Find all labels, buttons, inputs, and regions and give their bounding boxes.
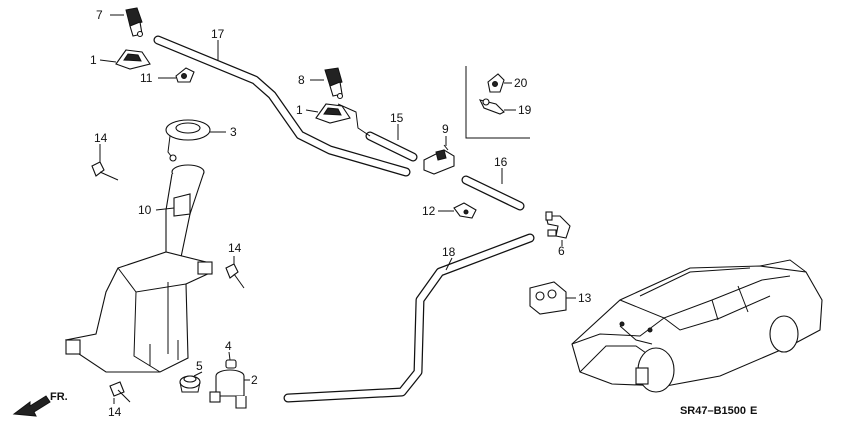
bolt-14a[interactable] — [91, 161, 119, 181]
callout-6: 6 — [558, 244, 565, 258]
connector-20[interactable] — [487, 73, 505, 93]
callout-7: 7 — [96, 8, 103, 22]
front-arrow-icon — [12, 395, 51, 417]
inset-box — [465, 66, 530, 139]
callout-8: 8 — [298, 73, 305, 87]
seal-4[interactable] — [225, 359, 237, 369]
callout-19: 19 — [518, 103, 532, 117]
hose-15[interactable] — [337, 103, 418, 162]
connector-19[interactable] — [478, 98, 505, 115]
callout-1a: 1 — [90, 53, 97, 67]
front-indicator: FR. — [50, 391, 68, 403]
callout-10: 10 — [138, 203, 152, 217]
grommet-1b[interactable] — [315, 103, 351, 124]
grommet-1a[interactable] — [115, 49, 151, 70]
grommet-5[interactable] — [179, 375, 201, 393]
vehicle-illustration — [571, 259, 823, 393]
hose-17[interactable] — [153, 35, 411, 177]
leader-lines — [99, 14, 576, 404]
filler-neck-10[interactable] — [165, 164, 205, 263]
bolt-14b[interactable] — [225, 263, 245, 289]
callout-14b: 14 — [228, 241, 242, 255]
washer-nozzle-7[interactable] — [125, 7, 144, 38]
hose-18[interactable] — [283, 233, 535, 403]
callout-2: 2 — [251, 373, 258, 387]
hose-16[interactable] — [461, 175, 525, 211]
callout-15: 15 — [390, 111, 404, 125]
callout-14a: 14 — [94, 131, 108, 145]
callout-14c: 14 — [108, 405, 122, 419]
washer-reservoir[interactable] — [64, 251, 213, 373]
diagram-code: SR47–B1500 — [680, 405, 746, 417]
callout-4: 4 — [225, 339, 232, 353]
clamp-12[interactable] — [453, 202, 477, 219]
reservoir-cap-3[interactable] — [165, 119, 211, 162]
clip-11[interactable] — [175, 67, 195, 83]
joint-6[interactable] — [545, 211, 571, 239]
callout-18: 18 — [442, 245, 456, 259]
callout-20: 20 — [514, 76, 528, 90]
callout-11: 11 — [140, 71, 153, 85]
callout-16: 16 — [494, 155, 508, 169]
motor-unit-13[interactable] — [529, 281, 567, 315]
callout-17: 17 — [211, 27, 225, 41]
callout-1b: 1 — [296, 103, 303, 117]
check-valve-9[interactable] — [423, 144, 455, 175]
bolt-14c[interactable] — [109, 381, 131, 403]
washer-pump-2[interactable] — [209, 369, 247, 409]
washer-nozzle-8[interactable] — [324, 67, 344, 100]
callout-13: 13 — [578, 291, 592, 305]
diagram-suffix: E — [750, 405, 757, 417]
callout-3: 3 — [230, 125, 237, 139]
callout-9: 9 — [442, 122, 449, 136]
callout-12: 12 — [422, 204, 436, 218]
callout-5: 5 — [196, 359, 203, 373]
